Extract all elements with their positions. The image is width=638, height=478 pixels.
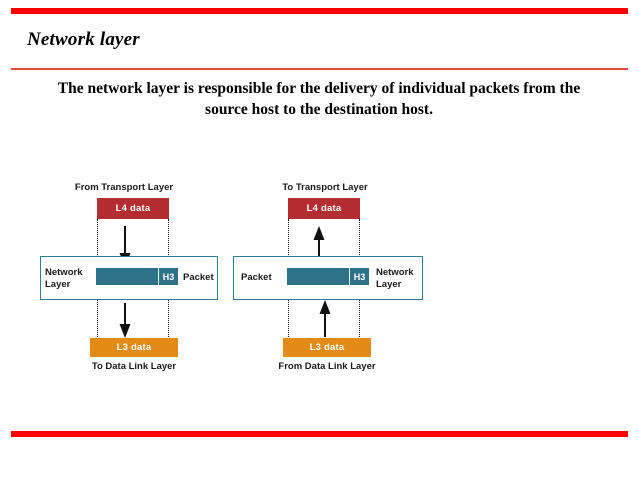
slide-subtitle: The network layer is responsible for the…: [57, 80, 581, 118]
receiver-l4-data-box: L4 data: [288, 198, 360, 219]
title-underline-rule: [11, 68, 628, 70]
sender-layer-label: Network Layer: [45, 267, 83, 290]
receiver-top-caption: To Transport Layer: [282, 182, 368, 193]
receiver-packet-label: Packet: [241, 272, 272, 283]
receiver-l3-data-box: L3 data: [283, 338, 371, 357]
sender-bottom-caption: To Data Link Layer: [91, 361, 177, 372]
sender-l3-data-box: L3 data: [90, 338, 178, 357]
sender-packet-label: Packet: [183, 272, 214, 283]
page-title: Network layer: [27, 29, 140, 50]
sender-h3-header: H3: [158, 268, 178, 285]
sender-payload-bar: [96, 268, 158, 285]
receiver-layer-label: Network Layer: [376, 267, 414, 290]
receiver-payload-bar: [287, 268, 349, 285]
receiver-bottom-caption: From Data Link Layer: [278, 361, 376, 372]
sender-top-caption: From Transport Layer: [74, 182, 174, 193]
top-accent-bar: [11, 8, 628, 14]
bottom-accent-bar: [11, 431, 628, 437]
sender-l4-data-box: L4 data: [97, 198, 169, 219]
sender-bottom-arrow-down: [119, 303, 131, 338]
receiver-h3-header: H3: [349, 268, 369, 285]
receiver-bottom-arrow-up: [319, 300, 331, 337]
